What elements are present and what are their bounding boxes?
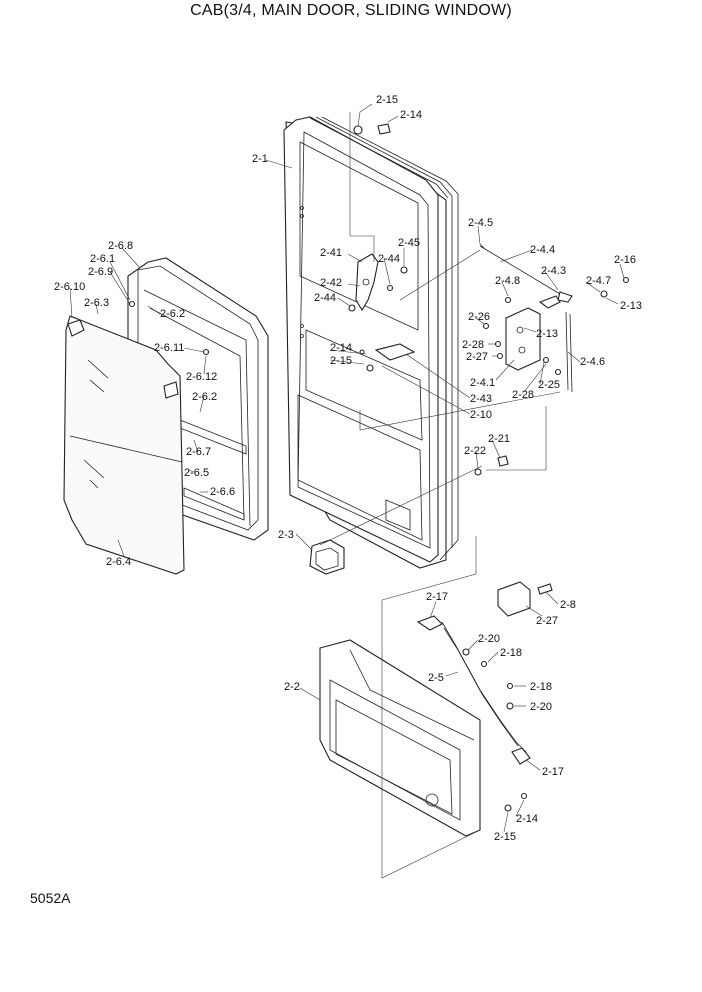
callout-label: 2-6.2 <box>160 308 185 320</box>
sliding-window-assembly <box>63 257 269 575</box>
callout-label: 2-14 <box>516 813 538 825</box>
callout-label: 2-43 <box>470 393 492 405</box>
main-door-frame <box>283 116 459 569</box>
callout-label: 2-6.12 <box>186 371 217 383</box>
callout-label: 2-41 <box>320 247 342 259</box>
callout-label: 2-15 <box>376 94 398 106</box>
callout-label: 2-20 <box>478 633 500 645</box>
callout-label: 2-2 <box>284 681 300 693</box>
callout-label: 2-10 <box>470 409 492 421</box>
callout-label: 2-4.5 <box>468 217 493 229</box>
callout-label: 2-15 <box>494 831 516 843</box>
leader-lines <box>69 103 625 879</box>
callout-label: 2-18 <box>530 681 552 693</box>
callout-label: 2-14 <box>330 342 352 354</box>
callout-label: 2-13 <box>620 300 642 312</box>
callout-label: 2-6.3 <box>84 297 109 309</box>
callout-label: 2-6.4 <box>106 556 131 568</box>
callout-label: 2-4.8 <box>495 275 520 287</box>
callout-label: 2-22 <box>464 445 486 457</box>
callout-label: 2-4.7 <box>586 275 611 287</box>
callout-label: 2-45 <box>398 237 420 249</box>
callout-label: 2-20 <box>530 701 552 713</box>
callout-label: 2-44 <box>314 292 336 304</box>
callout-label: 2-6.1 <box>90 253 115 265</box>
callout-label: 2-42 <box>320 277 342 289</box>
callout-label: 2-6.7 <box>186 446 211 458</box>
callout-label: 2-6.5 <box>184 467 209 479</box>
door-handle-assembly <box>348 123 416 372</box>
callout-labels: 2-15 2-14 2-1 2-4.5 2-45 2-41 2-44 2-4.4… <box>54 94 642 843</box>
callout-label: 2-6.6 <box>210 486 235 498</box>
callout-label: 2-13 <box>536 328 558 340</box>
callout-label: 2-17 <box>426 591 448 603</box>
callout-label: 2-6.9 <box>88 266 113 278</box>
callout-label: 2-4.6 <box>580 356 605 368</box>
callout-label: 2-4.1 <box>470 377 495 389</box>
callout-label: 2-27 <box>536 615 558 627</box>
callout-label: 2-26 <box>468 311 490 323</box>
callout-label: 2-6.8 <box>108 240 133 252</box>
callout-label: 2-28 <box>462 339 484 351</box>
callout-label: 2-28 <box>512 389 534 401</box>
drawing-code: 5052A <box>30 890 71 906</box>
callout-label: 2-4.3 <box>541 265 566 277</box>
callout-label: 2-14 <box>400 109 422 121</box>
callout-label: 2-44 <box>378 253 400 265</box>
lower-panel <box>319 581 553 837</box>
callout-label: 2-27 <box>466 351 488 363</box>
callout-label: 2-4.4 <box>530 244 555 256</box>
callout-label: 2-6.2 <box>192 391 217 403</box>
callout-label: 2-6.10 <box>54 281 85 293</box>
callout-label: 2-3 <box>278 529 294 541</box>
callout-label: 2-15 <box>330 355 352 367</box>
callout-label: 2-6.11 <box>154 342 184 354</box>
callout-label: 2-21 <box>488 433 510 445</box>
callout-label: 2-16 <box>614 254 636 266</box>
callout-label: 2-25 <box>538 379 560 391</box>
callout-label: 2-18 <box>500 647 522 659</box>
callout-label: 2-5 <box>428 672 444 684</box>
callout-label: 2-8 <box>560 599 576 611</box>
diagram-title: CAB(3/4, MAIN DOOR, SLIDING WINDOW) <box>190 2 512 19</box>
switch-part <box>309 539 345 575</box>
latch-assembly <box>474 243 630 476</box>
callout-label: 2-17 <box>542 766 564 778</box>
callout-label: 2-1 <box>252 153 268 165</box>
